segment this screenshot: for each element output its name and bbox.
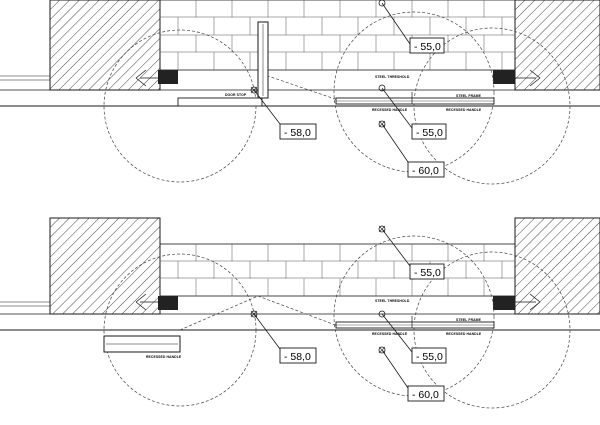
brick-wall — [159, 0, 516, 71]
level-value: - 58,0 — [284, 127, 311, 139]
level-marker-a: - 55,0 — [378, 225, 445, 280]
level-value: - 60,0 — [412, 165, 439, 177]
seal-block-right — [493, 70, 515, 84]
level-value: - 58,0 — [284, 351, 311, 363]
swing-left — [103, 253, 257, 407]
door-stop-bar — [177, 97, 263, 107]
label-steel-threshold: STEEL THRESHOLD — [375, 75, 410, 79]
seal-block-left — [158, 296, 178, 310]
seal-arrow-left — [135, 69, 158, 87]
plan-bottom: RECESSED HANDLE STEEL THRESHOLD RECESSED… — [0, 217, 600, 409]
swing-diag — [179, 295, 339, 331]
plan-top: DOOR STOP STEEL THRESHOLD RECESSED HANDL… — [0, 0, 600, 185]
seal-arrow-right — [515, 293, 541, 311]
swing-diag — [261, 73, 339, 101]
level-marker-c: - 55,0 — [378, 310, 447, 364]
swing-mid — [333, 235, 495, 397]
level-marker-d: - 60,0 — [378, 120, 445, 178]
swing-right — [413, 251, 571, 409]
label-recessed-handle-2: RECESSED HANDLE — [446, 108, 482, 112]
brick-wall — [159, 243, 516, 297]
seal-block-left — [158, 70, 178, 84]
label-recessed-handle-2: RECESSED HANDLE — [446, 332, 482, 336]
level-value: - 60,0 — [412, 389, 439, 401]
level-value: - 55,0 — [416, 351, 443, 363]
level-value: - 55,0 — [414, 267, 441, 279]
level-marker-b: - 58,0 — [250, 86, 317, 140]
level-marker-a: - 55,0 — [378, 0, 445, 54]
seal-arrow-right — [515, 69, 541, 87]
label-door-stop: DOOR STOP — [225, 93, 247, 97]
seal-block-right — [493, 296, 515, 310]
label-recessed-handle-1: RECESSED HANDLE — [372, 332, 408, 336]
level-value: - 55,0 — [416, 127, 443, 139]
wall-right-hatched — [514, 0, 600, 91]
label-steel-frame: STEEL FRAME — [456, 318, 482, 322]
level-marker-c: - 55,0 — [378, 84, 447, 140]
label-recessed-handle-left: RECESSED HANDLE — [146, 355, 182, 359]
wall-left-hatched — [49, 0, 161, 91]
swing-mid — [333, 11, 495, 173]
label-steel-threshold: STEEL THRESHOLD — [375, 299, 410, 303]
level-marker-d: - 60,0 — [378, 346, 445, 402]
level-value: - 55,0 — [414, 41, 441, 53]
swing-right — [413, 27, 571, 185]
wall-right-hatched — [514, 217, 600, 315]
level-marker-b: - 58,0 — [250, 310, 317, 364]
label-recessed-handle-1: RECESSED HANDLE — [372, 108, 408, 112]
label-steel-frame: STEEL FRAME — [456, 94, 482, 98]
wall-left-hatched — [49, 217, 161, 315]
seal-arrow-left — [135, 293, 158, 311]
